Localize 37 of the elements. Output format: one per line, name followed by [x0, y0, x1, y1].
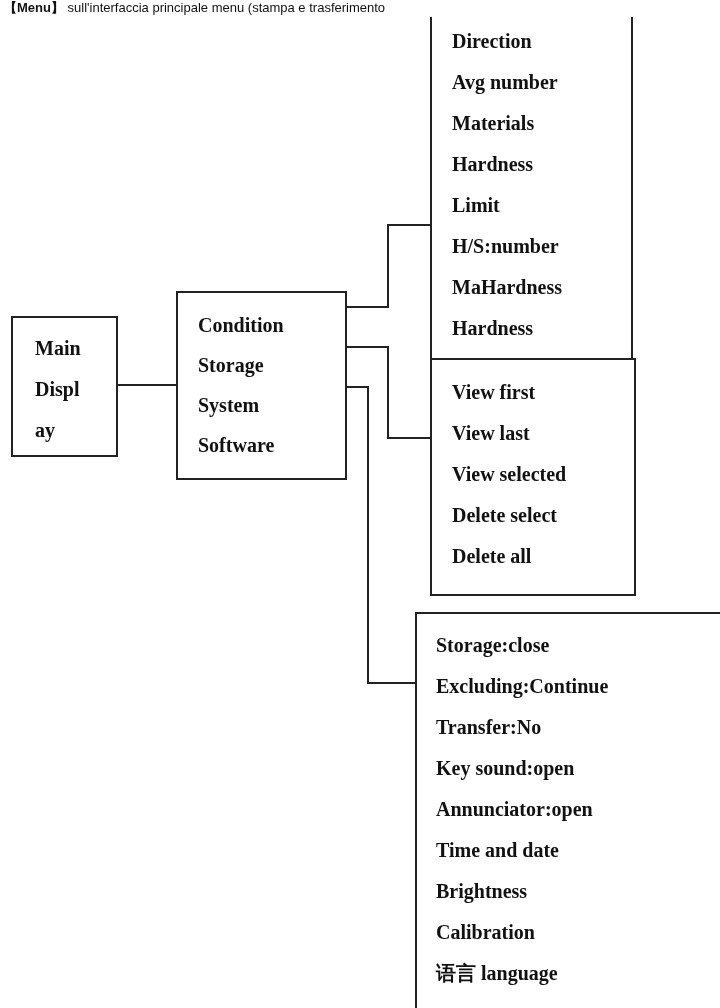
menu-item: H/S:number: [452, 234, 559, 258]
connector-line: [346, 346, 431, 439]
menu-item: System: [198, 393, 260, 417]
menu-item: Limit: [452, 193, 500, 217]
connector-line: [346, 386, 416, 684]
menu-item: Hardness: [452, 152, 534, 176]
menu-item: MaHardness: [452, 275, 562, 299]
menu-box: [415, 612, 720, 1008]
menu-item: Condition: [198, 313, 284, 337]
menu-item: Direction: [452, 29, 532, 53]
menu-box: [176, 291, 347, 480]
menu-item: Storage: [198, 353, 264, 377]
menu-box: [430, 358, 636, 596]
menu-item: Avg number: [452, 70, 558, 94]
menu-box: [430, 17, 633, 360]
menu-item: View first: [452, 380, 536, 404]
menu-item: Delete select: [452, 503, 557, 527]
menu-item: Annunciator:open: [436, 797, 593, 821]
menu-item: Transfer:No: [436, 715, 542, 739]
menu-item: Key sound:open: [436, 756, 575, 780]
menu-item: Materials: [452, 111, 535, 135]
menu-item: Excluding:Continue: [436, 674, 609, 698]
menu-item: Delete all: [452, 544, 532, 568]
menu-item: View last: [452, 421, 530, 445]
menu-item: Storage:close: [436, 633, 550, 657]
menu-item: Time and date: [436, 838, 559, 862]
menu-item: Hardness: [452, 316, 534, 340]
connector-line: [346, 224, 431, 308]
connector-line: [117, 384, 177, 386]
menu-item: Software: [198, 433, 275, 457]
menu-box: [11, 316, 118, 457]
menu-item: Main Displ ay: [35, 336, 82, 444]
heading-note: 【Menu】 sull'interfaccia principale menu (stampa e trasferimento: [4, 0, 386, 15]
menu-item: View selected: [452, 462, 567, 486]
menu-item: Brightness: [436, 879, 528, 903]
menu-item: 语言 language: [436, 961, 558, 985]
menu-item: Calibration: [436, 920, 535, 944]
